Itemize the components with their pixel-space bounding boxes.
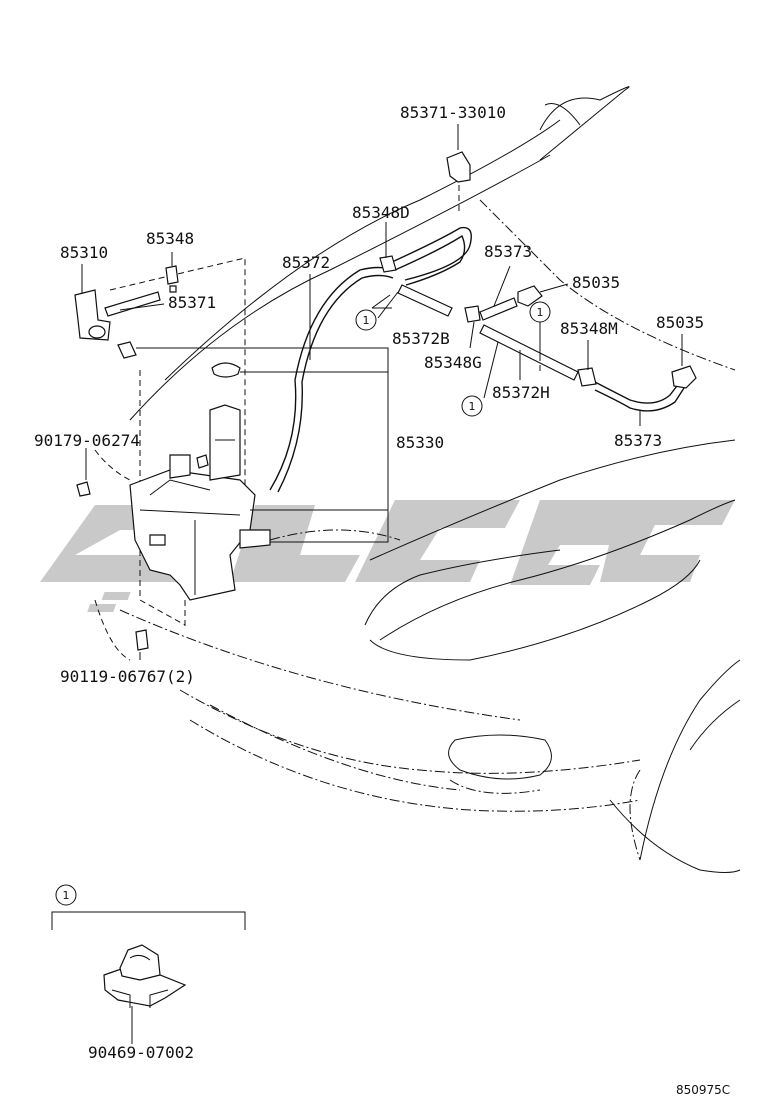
label-85035-b: 85035 [656, 313, 704, 332]
label-90469-07002: 90469-07002 [88, 1043, 194, 1062]
label-85348: 85348 [146, 229, 194, 248]
label-85372H: 85372H [492, 383, 550, 402]
callout-1-b: 1 [461, 395, 483, 417]
label-85373-top: 85373 [484, 242, 532, 261]
reservoir-cap [211, 362, 241, 378]
label-90119-06767: 90119-06767(2) [60, 667, 195, 686]
label-85348G: 85348G [424, 353, 482, 372]
label-85348D: 85348D [352, 203, 410, 222]
bolt-tank [196, 454, 209, 469]
car-body-outline [119, 86, 741, 873]
callout-1-a: 1 [355, 309, 377, 331]
label-85348M: 85348M [560, 319, 618, 338]
svg-text:1: 1 [363, 314, 370, 327]
washer-hoses [104, 226, 685, 493]
detail-inset: 1 [51, 884, 246, 1008]
washer-nozzle-left [517, 285, 543, 307]
bolt-90119 [135, 629, 149, 651]
label-85310: 85310 [60, 243, 108, 262]
leader-lines [81, 124, 683, 1044]
washer-pump [74, 289, 111, 341]
label-85371: 85371 [168, 293, 216, 312]
bolt-90179 [76, 481, 91, 497]
label-85330: 85330 [396, 433, 444, 452]
pump-grommet [117, 341, 137, 359]
svg-text:1: 1 [537, 306, 544, 319]
diagram-reference-code: 850975C [676, 1083, 730, 1097]
label-85371-33010: 85371-33010 [400, 103, 506, 122]
washer-nozzle-right [671, 365, 697, 389]
svg-text:1: 1 [469, 400, 476, 413]
label-85372B: 85372B [392, 329, 450, 348]
hose-joints [165, 255, 597, 387]
label-90179-06274: 90179-06274 [34, 431, 140, 450]
washer-reservoir-tank [129, 404, 271, 601]
label-85035-a: 85035 [572, 273, 620, 292]
part-labels: 85371-33010 85348D 85373 85035 85310 853… [34, 103, 730, 1097]
label-85372: 85372 [282, 253, 330, 272]
label-85373-bottom: 85373 [614, 431, 662, 450]
clip-90469 [103, 944, 187, 1008]
svg-text:1: 1 [63, 889, 70, 902]
callout-1-c: 1 [529, 301, 551, 323]
hood-clip [446, 151, 471, 183]
mounting-outline [94, 257, 246, 661]
